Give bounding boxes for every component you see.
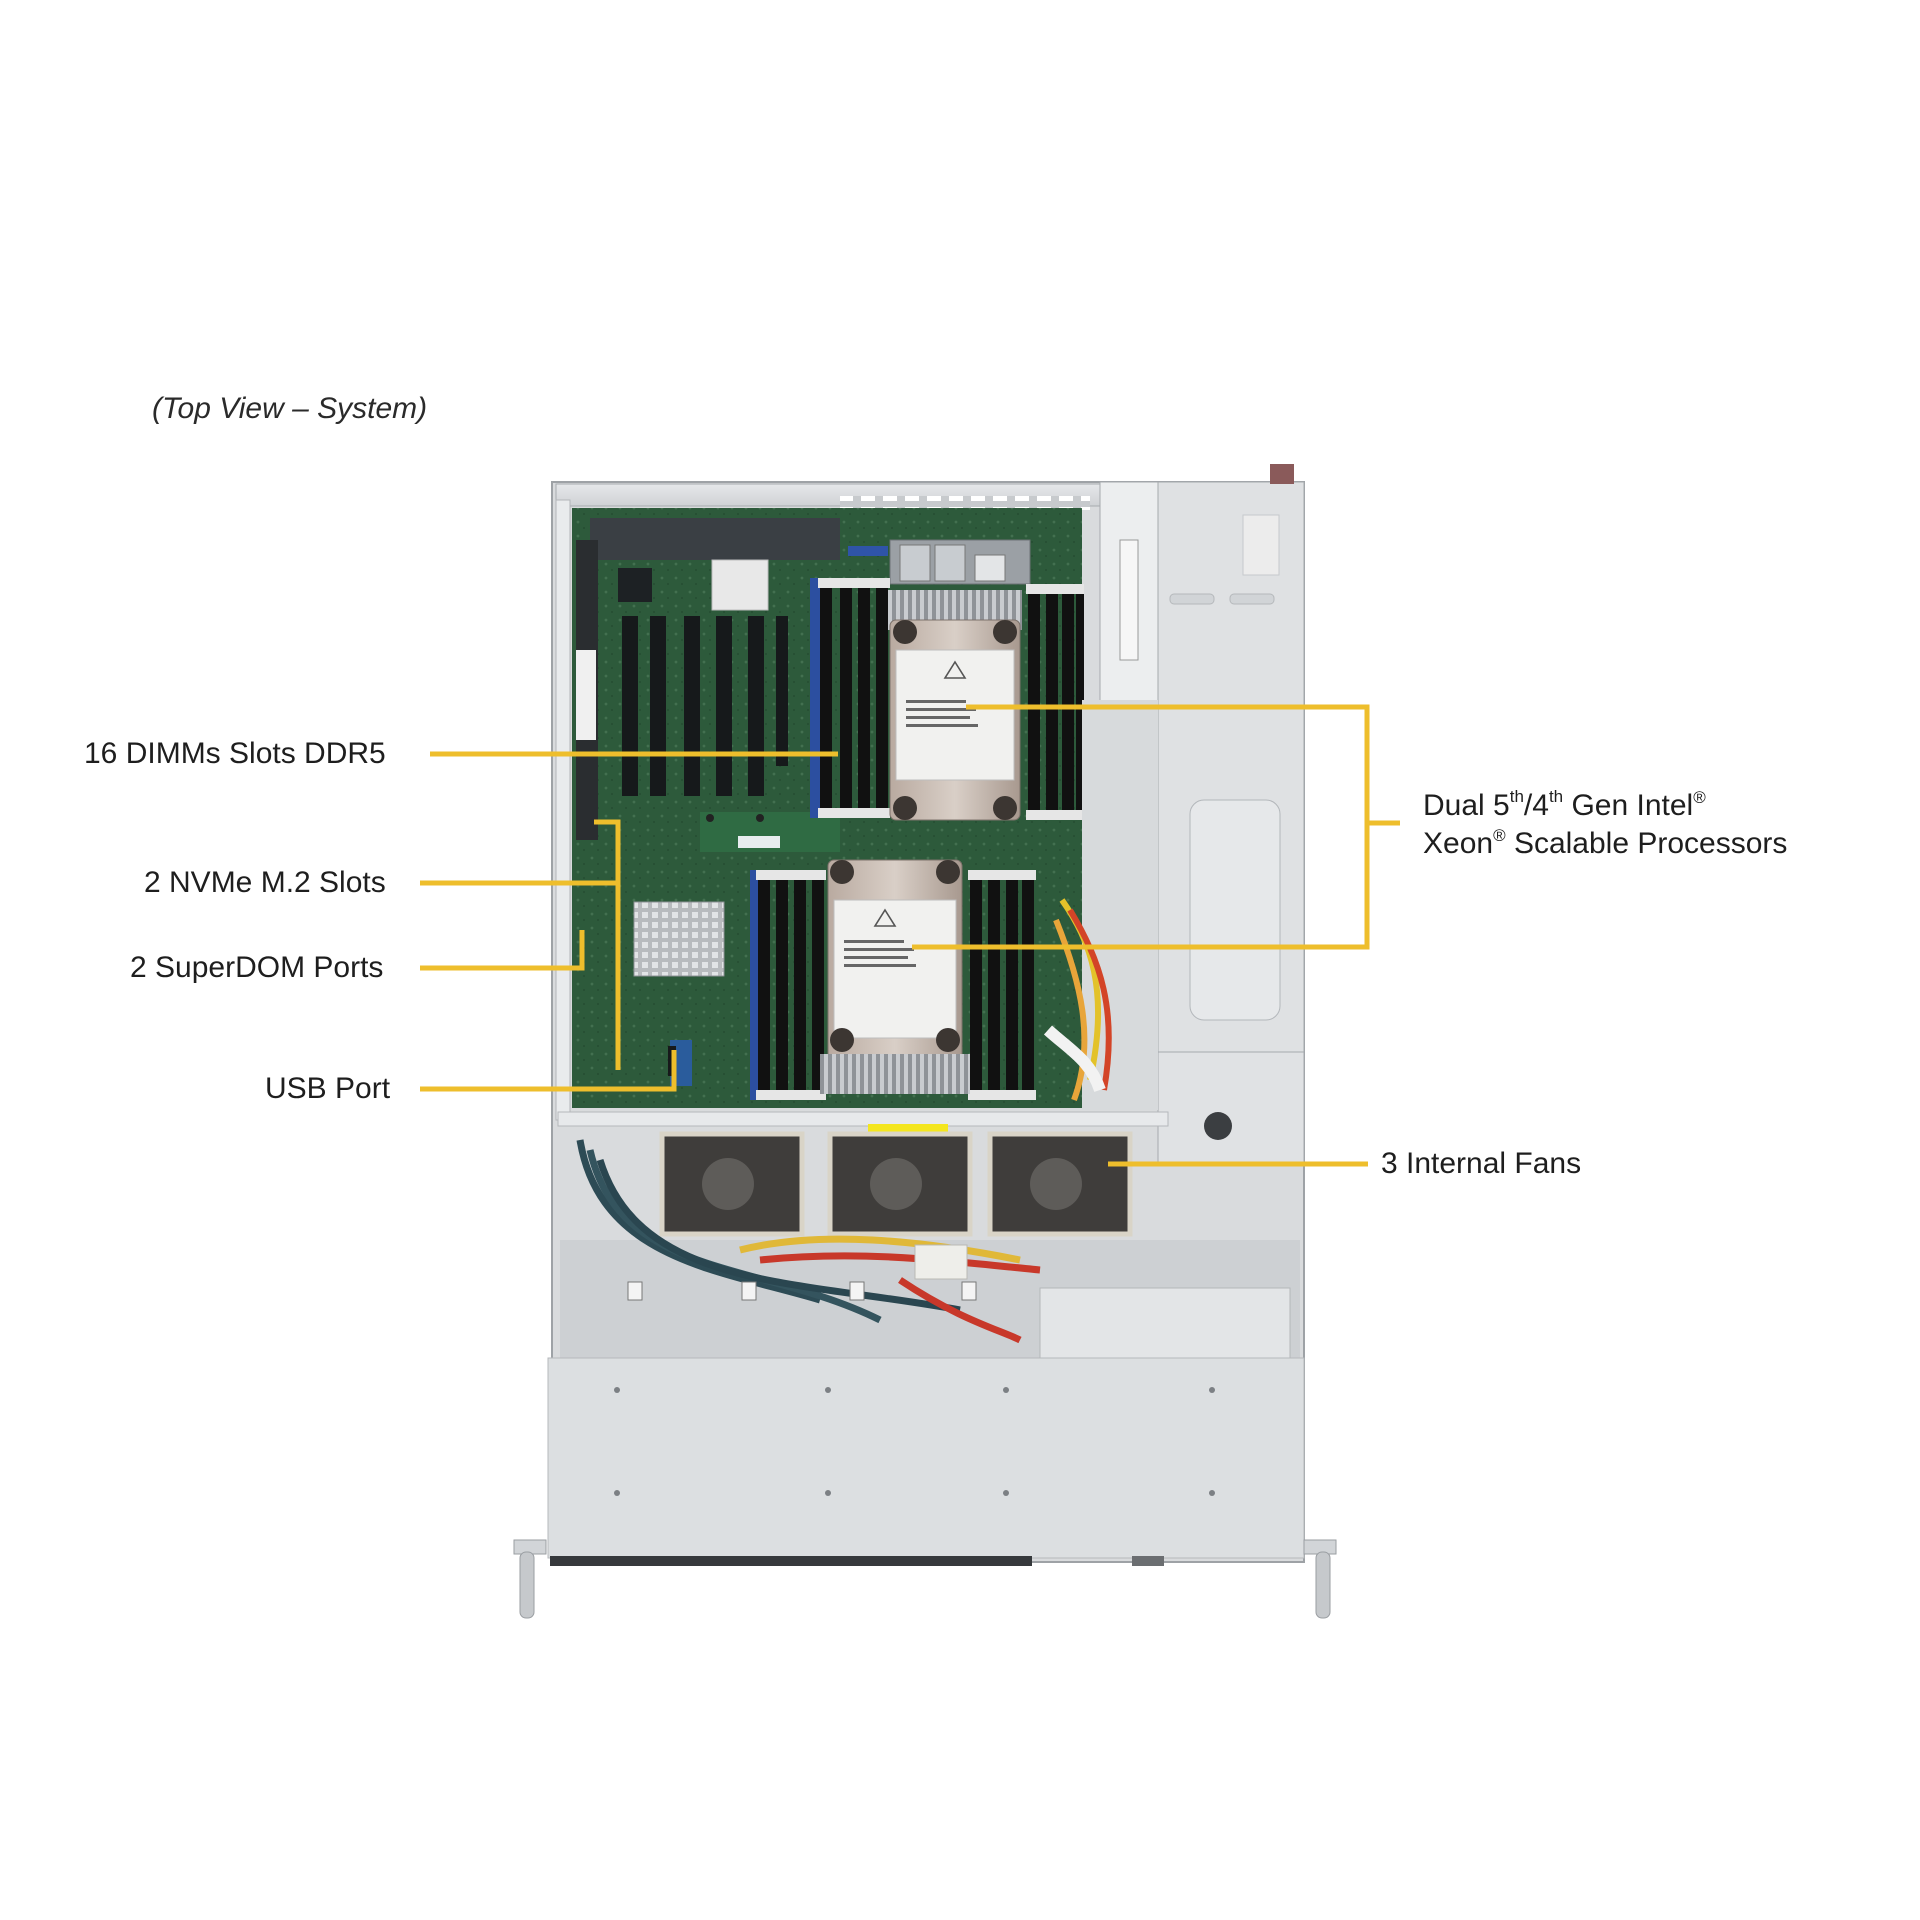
drive-backplane-area <box>560 1139 1300 1361</box>
leader-superdom <box>420 930 585 971</box>
pcie-slots <box>618 559 788 796</box>
callout-leader-lines <box>420 704 1400 1167</box>
callout-dimm-slots: 16 DIMMs Slots DDR5 <box>84 737 386 770</box>
fan-2 <box>827 1131 973 1237</box>
callout-internal-fans: 3 Internal Fans <box>1381 1147 1582 1180</box>
dimm-slots-cpu1-right <box>1026 584 1084 820</box>
leader-usb <box>420 1050 677 1092</box>
cpu1-heatsink <box>888 590 1022 821</box>
dimm-slots-cpu1-left <box>810 578 890 818</box>
figure-caption: (Top View – System) <box>152 392 428 425</box>
callout-processors-line2: Xeon® Scalable Processors <box>1423 826 1788 860</box>
dimm-slots-cpu2-right <box>968 870 1036 1100</box>
fan-tray <box>557 1111 1169 1237</box>
callout-usb-port: USB Port <box>265 1072 391 1105</box>
power-supply-bay <box>1082 464 1305 1163</box>
dimm-slots-cpu2-left <box>750 870 826 1100</box>
callout-superdom-ports: 2 SuperDOM Ports <box>130 951 384 984</box>
power-cables <box>1043 898 1112 1102</box>
fan-3 <box>987 1131 1133 1237</box>
cpu2-heatsink <box>820 859 970 1094</box>
fan-1 <box>659 1131 805 1237</box>
leader-cpu <box>912 704 1370 950</box>
callout-nvme-slots: 2 NVMe M.2 Slots <box>144 866 386 899</box>
callout-processors: Dual 5th/4th Gen Intel® Xeon® Scalable P… <box>1423 787 1787 863</box>
callout-processors-line1: Dual 5th/4th Gen Intel® <box>1423 787 1706 822</box>
front-drive-cage <box>513 1357 1337 1619</box>
leader-nvme-bracket <box>594 819 621 1070</box>
